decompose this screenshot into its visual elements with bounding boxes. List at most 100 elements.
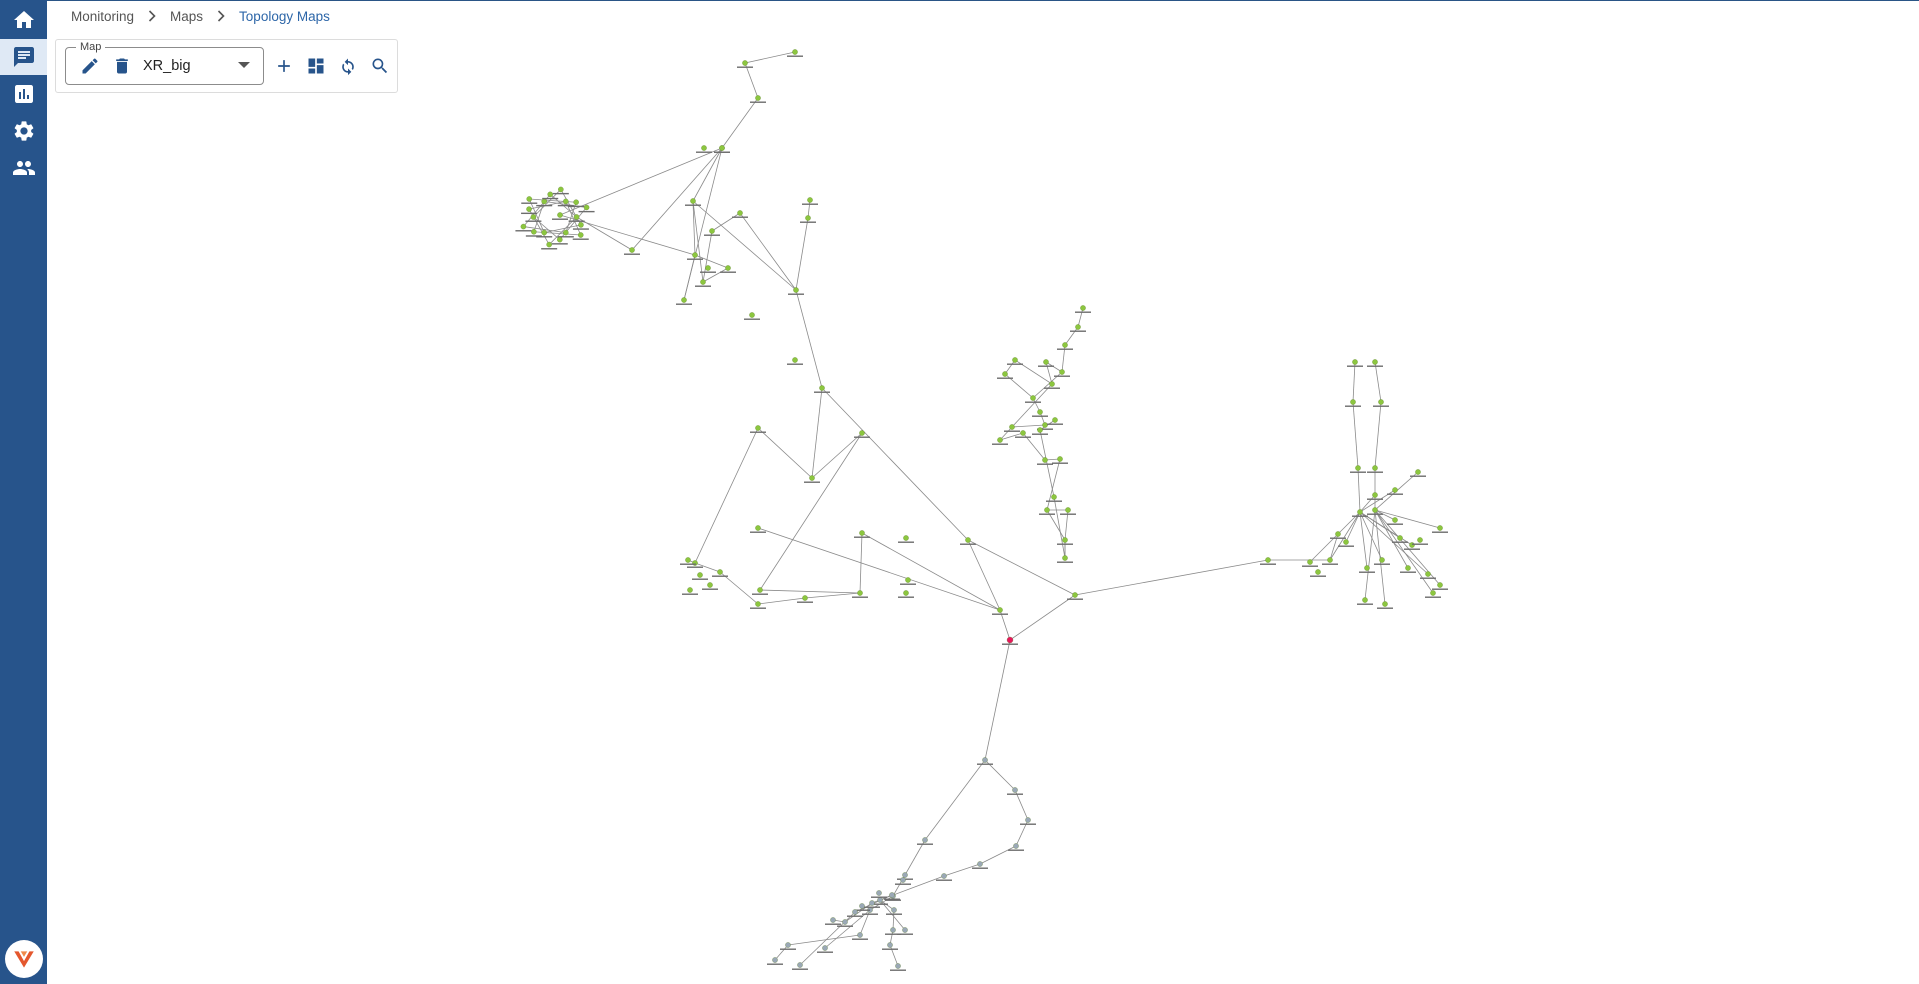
topology-node[interactable] (825, 917, 841, 925)
topology-node[interactable] (536, 198, 553, 207)
topology-node[interactable] (1057, 342, 1073, 350)
topology-node[interactable] (568, 214, 585, 222)
topology-node[interactable] (1367, 465, 1383, 473)
topology-node[interactable] (1032, 409, 1048, 417)
dropdown-arrow-icon[interactable] (238, 62, 250, 68)
search-button[interactable] (369, 55, 391, 77)
sidebar-item-reports[interactable] (0, 76, 47, 112)
topology-node[interactable] (1425, 590, 1441, 598)
topology-node[interactable] (732, 210, 748, 218)
topology-node[interactable] (1008, 843, 1024, 851)
topology-node[interactable] (750, 525, 766, 533)
topology-node[interactable] (704, 228, 720, 236)
topology-node[interactable] (1387, 517, 1403, 525)
topology-node[interactable] (800, 215, 816, 223)
sidebar-item-users[interactable] (0, 150, 47, 186)
topology-node[interactable] (1015, 430, 1031, 438)
topology-node[interactable] (750, 601, 766, 609)
topology-node[interactable] (1367, 359, 1383, 367)
topology-node[interactable] (1367, 492, 1383, 500)
topology-node[interactable] (696, 145, 712, 153)
topology-node[interactable] (737, 60, 753, 68)
topology-node[interactable] (1359, 565, 1375, 573)
topology-node[interactable] (552, 186, 569, 195)
topology-node[interactable] (1420, 571, 1436, 579)
topology-node[interactable] (900, 577, 916, 585)
topology-node[interactable] (1037, 457, 1053, 465)
topology-node[interactable] (852, 932, 868, 940)
topology-node[interactable] (557, 229, 574, 238)
topology-node[interactable] (895, 877, 911, 885)
topology-node[interactable] (1412, 537, 1428, 545)
topology-node[interactable] (624, 247, 640, 255)
topology-node[interactable] (1044, 381, 1060, 389)
topology-node[interactable] (1007, 357, 1023, 365)
topology-node[interactable] (551, 236, 568, 245)
topology-node[interactable] (804, 475, 820, 483)
topology-node[interactable] (1374, 557, 1390, 565)
topology-node[interactable] (792, 962, 808, 970)
topology-node[interactable] (1345, 399, 1361, 407)
topology-node[interactable] (917, 837, 933, 845)
topology-node[interactable] (1057, 537, 1073, 545)
sidebar-item-maps[interactable] (0, 39, 47, 75)
topology-node[interactable] (1037, 422, 1053, 430)
topology-node[interactable] (1046, 494, 1062, 502)
topology-node[interactable] (1060, 507, 1076, 515)
topology-node[interactable] (750, 425, 766, 433)
topology-node[interactable] (744, 312, 760, 320)
topology-node[interactable] (936, 873, 952, 881)
breadcrumb-monitoring[interactable]: Monitoring (71, 8, 135, 24)
topology-node[interactable] (898, 535, 914, 543)
topology-node[interactable] (682, 587, 698, 595)
topology-node[interactable] (788, 287, 804, 295)
delete-icon[interactable] (112, 56, 132, 76)
topology-node[interactable] (814, 385, 830, 393)
topology-node[interactable] (1002, 636, 1018, 645)
topology-node[interactable] (1352, 509, 1368, 517)
topology-node[interactable] (1260, 557, 1276, 565)
topology-node[interactable] (521, 196, 538, 204)
topology-node[interactable] (1347, 359, 1363, 367)
topology-node[interactable] (852, 590, 868, 598)
topology-node[interactable] (854, 430, 870, 438)
topology-node[interactable] (1047, 417, 1063, 425)
topology-node[interactable] (687, 252, 703, 260)
topology-node[interactable] (837, 919, 853, 927)
topology-node[interactable] (1007, 787, 1023, 795)
vendor-logo[interactable] (5, 940, 43, 978)
topology-node[interactable] (787, 49, 803, 57)
topology-node[interactable] (1338, 539, 1354, 547)
topology-node[interactable] (997, 371, 1013, 379)
sidebar-item-home[interactable] (0, 2, 47, 38)
topology-node[interactable] (676, 297, 692, 305)
topology-node[interactable] (702, 582, 718, 590)
topology-node[interactable] (1330, 531, 1346, 539)
map-select-field[interactable]: Map XR_big (65, 40, 264, 85)
topology-node[interactable] (817, 945, 833, 953)
topology-node[interactable] (897, 927, 913, 935)
topology-node[interactable] (1357, 597, 1373, 605)
topology-node[interactable] (541, 241, 558, 250)
topology-node[interactable] (568, 199, 585, 208)
topology-node[interactable] (1052, 456, 1068, 464)
topology-node[interactable] (700, 265, 716, 273)
topology-node[interactable] (1004, 424, 1020, 432)
topology-node[interactable] (767, 957, 783, 965)
topology-node[interactable] (685, 198, 701, 206)
topology-node[interactable] (1387, 487, 1403, 495)
topology-node[interactable] (797, 595, 813, 603)
topology-node[interactable] (992, 437, 1008, 445)
topology-node[interactable] (864, 900, 880, 908)
topology-node[interactable] (525, 229, 542, 237)
topology-node[interactable] (787, 357, 803, 365)
topology-node[interactable] (972, 861, 988, 869)
topology-node[interactable] (557, 198, 574, 207)
topology-node[interactable] (1367, 507, 1383, 515)
topology-node[interactable] (780, 942, 796, 950)
topology-node[interactable] (898, 590, 914, 598)
topology-node[interactable] (1410, 469, 1426, 477)
topology-node[interactable] (578, 204, 595, 213)
topology-node[interactable] (572, 222, 589, 230)
topology-node[interactable] (977, 757, 993, 765)
